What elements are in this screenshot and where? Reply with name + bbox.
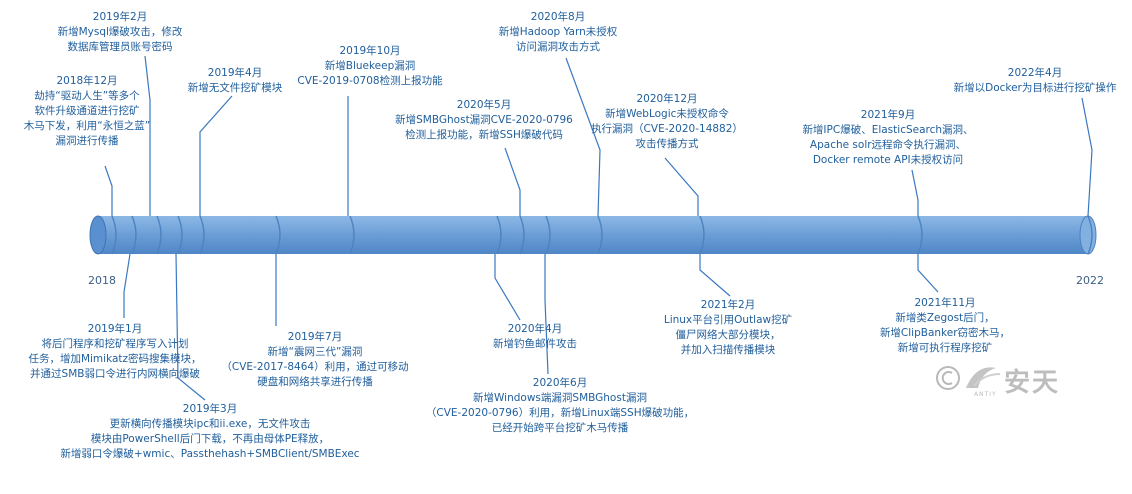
event-text: 新增Mysql爆破攻击，修改 数据库管理员账号密码 [57,26,183,53]
event-date: 2019年3月 [182,403,238,415]
event-date: 2019年4月 [207,67,263,79]
timeline-segment-ring [199,215,205,255]
connector-e202012 [664,157,699,216]
event-text: 新增SMBGhost漏洞CVE-2020-0796 检测上报功能，新增SSH爆破… [395,114,573,141]
event-text: 新增钓鱼邮件攻击 [493,338,577,350]
event-text: 将后门程序和挖矿程序写入计划 任务，增加Mimikatz密码搜集模块， 并通过S… [28,338,202,380]
timeline-segment-ring [1087,215,1093,255]
connector-e202204 [1081,97,1093,217]
event-text: Linux平台引用Outlaw挖矿 僵尸网络大部分模块， 并加入扫描传播模块 [663,314,793,356]
connector-e202006 [544,254,549,375]
event-text: 新增类Zegost后门， 新增ClipBanker窃密木马， 新增可执行程序挖矿 [879,312,1011,354]
timeline-segment-ring [349,215,355,255]
connector-e202004 [494,254,521,321]
event-2020-08: 2020年8月 新增Hadoop Yarn未授权 访问漏洞攻击方式 [478,10,638,55]
timeline-end-year: 2022 [1076,274,1104,287]
event-text: 新增以Docker为目标进行挖矿操作 [953,82,1117,94]
event-2022-04: 2022年4月 新增以Docker为目标进行挖矿操作 [940,66,1130,96]
connector-e201812 [104,165,113,216]
connector-e202109 [911,169,919,216]
event-date: 2020年12月 [636,93,698,105]
event-date: 2020年5月 [456,99,512,111]
event-text: 新增无文件挖矿模块 [187,82,283,94]
event-date: 2019年7月 [287,331,343,343]
event-date: 2021年9月 [860,109,916,121]
event-date: 2020年4月 [507,323,563,335]
event-text: 新增IPC爆破、ElasticSearch漏洞、 Apache solr远程命令… [802,124,974,166]
timeline-segment-ring [917,215,923,255]
connector-e202005 [504,147,521,216]
event-2019-10: 2019年10月 新增Bluekeep漏洞 CVE-2019-0708检测上报功… [285,44,455,89]
event-2019-03: 2019年3月 更新横向传播模块ipc和ii.exe，无文件攻击 模块由Powe… [40,402,380,462]
watermark-subtext: ANTIY [974,391,997,398]
event-2019-02: 2019年2月 新增Mysql爆破攻击，修改 数据库管理员账号密码 [30,10,210,55]
event-date: 2019年1月 [87,323,143,335]
event-date: 2020年6月 [532,377,588,389]
timeline-bar [96,216,1088,254]
timeline-bar-end-cap [1079,215,1097,255]
event-2019-07: 2019年7月 新增“震网三代”漏洞 （CVE-2017-8464）利用，通过可… [210,330,420,390]
event-date: 2021年2月 [700,299,756,311]
event-2021-02: 2021年2月 Linux平台引用Outlaw挖矿 僵尸网络大部分模块， 并加入… [648,298,808,358]
connector-e202111 [917,254,939,293]
event-2021-11: 2021年11月 新增类Zegost后门， 新增ClipBanker窃密木马， … [860,296,1030,356]
timeline-segment-ring [111,215,117,255]
timeline-bar-start-cap [89,215,107,255]
event-date: 2022年4月 [1007,67,1063,79]
event-date: 2021年11月 [914,297,976,309]
timeline-segment-ring [177,215,183,255]
timeline-segment-ring [156,215,162,255]
event-text: 新增WebLogic未授权命令 执行漏洞（CVE-2020-14882） 攻击传… [591,108,743,150]
timeline-segment-ring [275,215,281,255]
connector-e201902 [144,55,151,216]
timeline-segment-ring [545,215,551,255]
event-text: 新增“震网三代”漏洞 （CVE-2017-8464）利用，通过可移动 硬盘和网络… [221,346,409,388]
timeline-segment-ring [131,215,137,255]
event-text: 劫持“驱动人生”等多个 软件升级通道进行挖矿 木马下发，利用“永恒之蓝” 漏洞进… [23,90,151,147]
event-text: 新增Hadoop Yarn未授权 访问漏洞攻击方式 [498,26,618,53]
timeline-start-year: 2018 [88,274,116,287]
connector-e201903 [175,253,206,401]
event-text: 新增Windows端漏洞SMBGhost漏洞 （CVE-2020-0796）利用… [425,392,695,434]
event-2018-12: 2018年12月 劫持“驱动人生”等多个 软件升级通道进行挖矿 木马下发，利用“… [2,74,172,149]
event-date: 2020年8月 [530,11,586,23]
watermark-text: 安天 [1004,368,1061,398]
event-text: 新增Bluekeep漏洞 CVE-2019-0708检测上报功能 [297,60,443,87]
event-2020-12: 2020年12月 新增WebLogic未授权命令 执行漏洞（CVE-2020-1… [582,92,752,152]
antiy-logo-icon [936,366,1001,390]
connector-e201901 [123,253,131,318]
timeline-segment-ring [496,215,502,255]
event-2019-01: 2019年1月 将后门程序和挖矿程序写入计划 任务，增加Mimikatz密码搜集… [10,322,220,382]
event-date: 2018年12月 [56,75,118,87]
antiy-watermark: 安天 ANTIY [934,360,1084,400]
timeline-segment-ring [699,215,705,255]
event-date: 2019年10月 [339,45,401,57]
connector-e201904 [199,95,233,216]
event-2020-05: 2020年5月 新增SMBGhost漏洞CVE-2020-0796 检测上报功能… [384,98,584,143]
event-text: 更新横向传播模块ipc和ii.exe，无文件攻击 模块由PowerShell后门… [60,418,360,460]
event-2020-04: 2020年4月 新增钓鱼邮件攻击 [470,322,600,352]
event-2021-09: 2021年9月 新增IPC爆破、ElasticSearch漏洞、 Apache … [778,108,998,168]
event-2020-06: 2020年6月 新增Windows端漏洞SMBGhost漏洞 （CVE-2020… [410,376,710,436]
connector-e202008 [565,57,601,217]
event-date: 2019年2月 [92,11,148,23]
timeline-segment-ring [519,215,525,255]
timeline-segment-ring [597,215,603,255]
event-2019-04: 2019年4月 新增无文件挖矿模块 [170,66,300,96]
connector-e202102 [699,254,731,297]
